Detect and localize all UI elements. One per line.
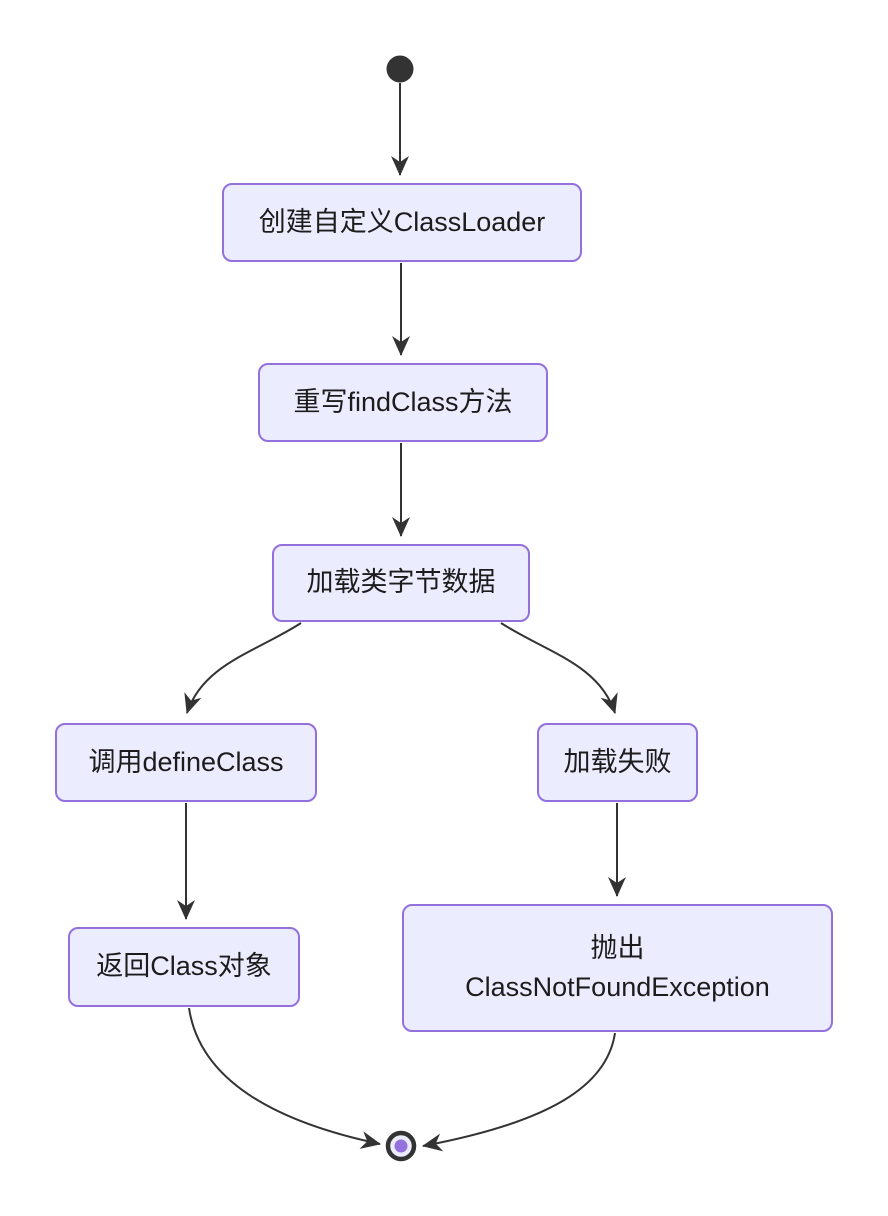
node-override-findclass: 重写findClass方法 (258, 363, 548, 442)
node-label: 创建自定义ClassLoader (258, 206, 546, 237)
node-label-line1: 抛出 (590, 932, 645, 963)
node-label: 加载类字节数据 (306, 567, 496, 598)
node-create-classloader: 创建自定义ClassLoader (222, 183, 582, 262)
node-load-class-bytes: 加载类字节数据 (272, 544, 530, 622)
node-call-defineclass: 调用defineClass (55, 723, 317, 802)
node-label-line2: ClassNotFoundException (465, 972, 770, 1002)
node-label: 加载失败 (563, 746, 672, 777)
node-return-class-object: 返回Class对象 (68, 927, 300, 1007)
edge-return-to-end (188, 1007, 381, 1149)
node-load-failed: 加载失败 (537, 723, 698, 802)
edge-throw-to-end (422, 1032, 616, 1152)
edge-load-to-define (184, 622, 302, 714)
node-label: 返回Class对象 (96, 951, 272, 982)
node-throw-classnotfoundexception: 抛出 ClassNotFoundException (402, 904, 833, 1032)
start-node (386, 55, 414, 83)
end-node-dot (394, 1139, 408, 1153)
edge-load-to-fail (500, 622, 618, 714)
node-label: 调用defineClass (88, 746, 284, 777)
node-label: 重写findClass方法 (293, 386, 513, 417)
